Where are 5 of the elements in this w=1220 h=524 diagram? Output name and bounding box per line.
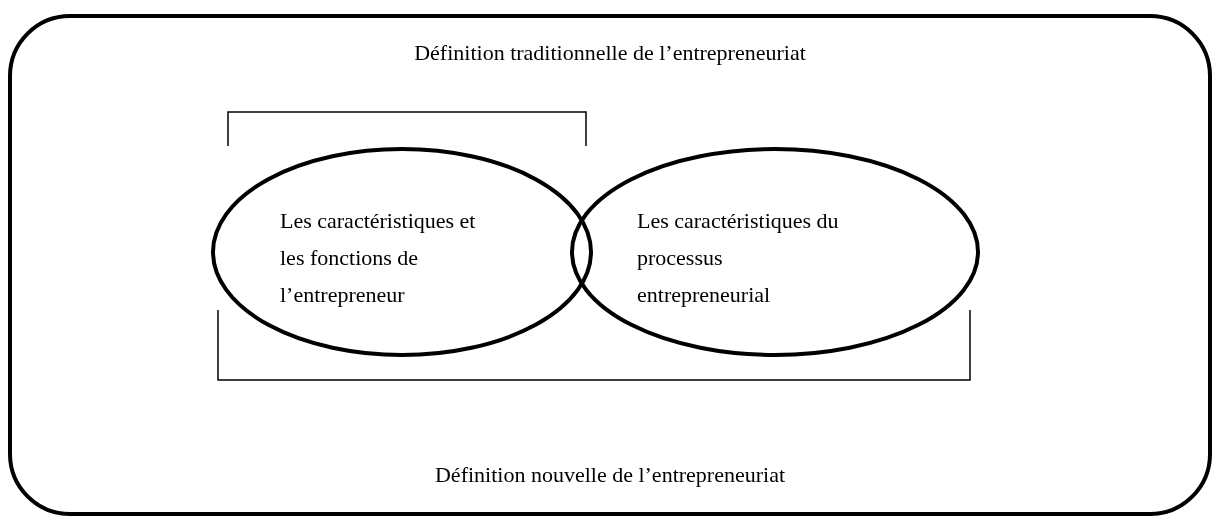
ellipse-label: Les caractéristiques et les fonctions de l’entrepreneur xyxy=(280,207,477,309)
heading: Définition traditionnelle de l’entrepreneuriat xyxy=(413,39,807,67)
ellipse-label: Les caractéristiques du processus entrepreneurial xyxy=(637,207,840,309)
caption-text: Définition nouvelle de l’entrepreneuriat xyxy=(434,461,786,489)
rounded-frame xyxy=(8,14,1212,516)
